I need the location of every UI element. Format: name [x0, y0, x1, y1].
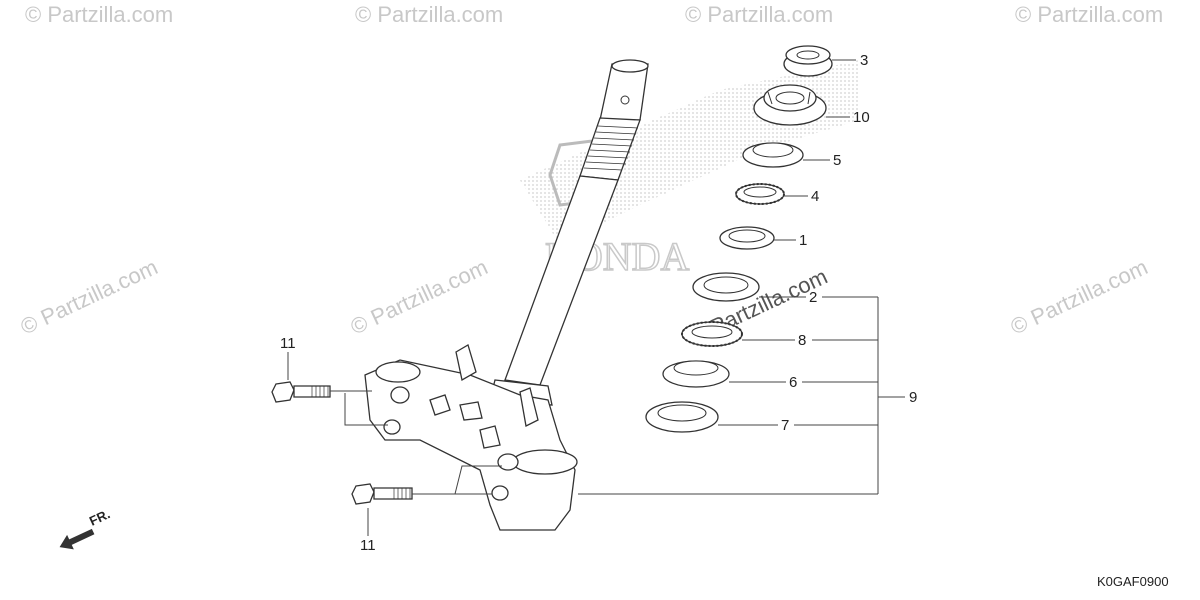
callout-7: 7	[781, 417, 789, 434]
callout-3: 3	[860, 52, 868, 69]
bolt-bottom	[351, 483, 413, 505]
ball-bearing-lower	[681, 321, 743, 347]
callout-9: 9	[909, 389, 917, 406]
watermark-text: © Partzilla.com	[17, 254, 162, 339]
steering-stem-shaft	[489, 59, 649, 406]
bottom-bridge	[364, 344, 578, 531]
watermark-text: © Partzilla.com	[1007, 254, 1152, 339]
ball-bearing-top	[735, 183, 785, 205]
callout-11-bottom: 11	[360, 537, 376, 554]
callout-labels: 3 10 5 4 1 2 8 6 7 9 11 11	[280, 52, 917, 554]
watermark-text: © Partzilla.com	[1015, 2, 1163, 27]
ball-race-upper	[719, 226, 775, 250]
callout-6: 6	[789, 374, 797, 391]
cone-race-top	[742, 142, 804, 168]
callout-8: 8	[798, 332, 806, 349]
diagram-code: K0GAF0900	[1097, 574, 1169, 589]
callout-10: 10	[853, 109, 870, 126]
front-direction-indicator: FR.	[59, 506, 112, 550]
callout-5: 5	[833, 152, 841, 169]
front-label: FR.	[87, 506, 112, 528]
callout-4: 4	[811, 188, 819, 205]
watermark-text: © Partzilla.com	[25, 2, 173, 27]
bolt-leader-lines	[287, 352, 502, 536]
watermark-text: © Partzilla.com	[685, 2, 833, 27]
cone-race-lower	[662, 360, 730, 388]
callout-11-top: 11	[280, 335, 296, 352]
bolt-top	[271, 381, 331, 403]
lock-nut	[753, 84, 827, 126]
watermark-text: © Partzilla.com	[347, 254, 492, 339]
arrow-left-icon	[59, 528, 95, 550]
callout-1: 1	[799, 232, 807, 249]
watermark-text: © Partzilla.com	[355, 2, 503, 27]
callout-2: 2	[809, 289, 817, 306]
callout-leader-lines	[578, 59, 905, 495]
top-nut	[783, 45, 833, 77]
ball-race-lower	[692, 272, 760, 302]
dust-seal	[645, 401, 719, 433]
